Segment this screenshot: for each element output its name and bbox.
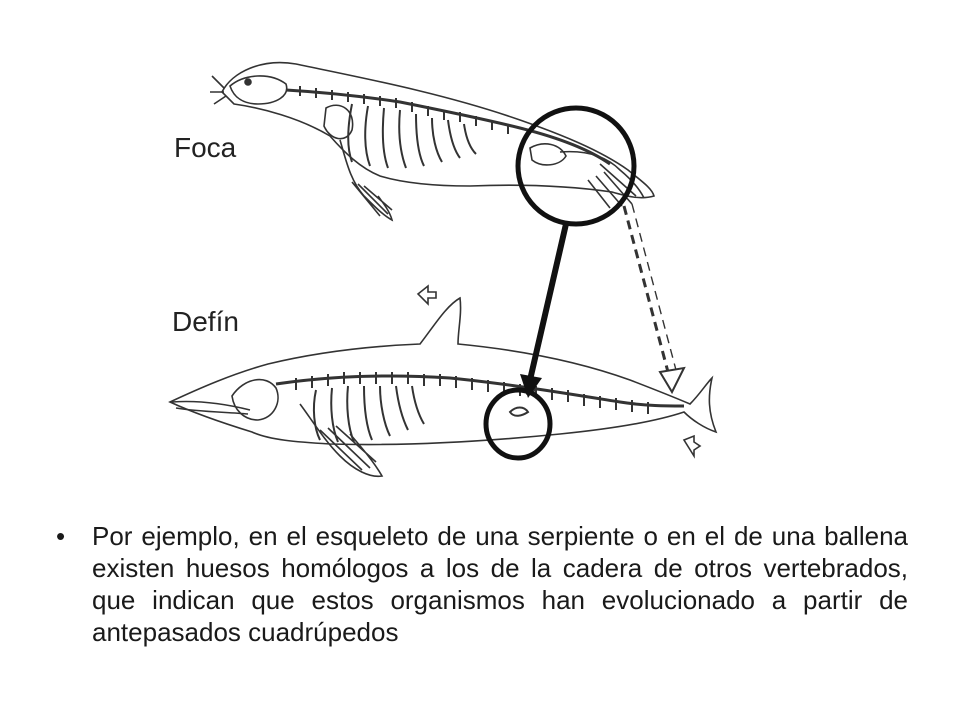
- seal-illustration: [210, 61, 655, 222]
- seal-eye: [244, 78, 252, 86]
- seal-vertebrae: [299, 86, 509, 134]
- dolphin-flipper: [299, 403, 384, 478]
- dolphin-illustration: [168, 284, 718, 478]
- bullet-marker: •: [56, 521, 66, 551]
- diagram-illustration: [168, 61, 718, 478]
- seal-ribs: [347, 103, 477, 169]
- seal-highlight-circle: [515, 105, 637, 227]
- bullet-item: • Por ejemplo, en el esqueleto de una se…: [56, 520, 908, 648]
- label-dolphin: Defín: [172, 306, 239, 337]
- dolphin-spine: [275, 374, 685, 408]
- seal-whiskers: [210, 75, 227, 105]
- homology-diagram: Foca Defín: [168, 61, 718, 478]
- seal-pelvis: [529, 143, 567, 166]
- seal-hind-flipper: [559, 150, 645, 209]
- dashed-connector-arrow: [622, 203, 686, 395]
- dolphin-body-outline: [168, 296, 718, 446]
- seal-scapula: [323, 104, 354, 140]
- dolphin-highlight-circle: [483, 387, 553, 461]
- dolphin-vertebrae: [295, 372, 649, 414]
- seal-body-outline: [221, 61, 655, 199]
- seal-spine: [285, 88, 611, 166]
- label-seal: Foca: [174, 132, 237, 163]
- bullet-text: Por ejemplo, en el esqueleto de una serp…: [92, 521, 908, 647]
- tail-arrow-marker: [682, 434, 702, 459]
- seal-skull: [229, 75, 288, 105]
- dorsal-arrow-marker: [416, 284, 437, 306]
- seal-front-flipper: [339, 139, 394, 222]
- dolphin-vestigial-pelvis: [508, 406, 530, 417]
- dolphin-skull: [231, 378, 279, 421]
- dolphin-ribs: [312, 385, 425, 443]
- solid-connector-arrow: [520, 223, 569, 398]
